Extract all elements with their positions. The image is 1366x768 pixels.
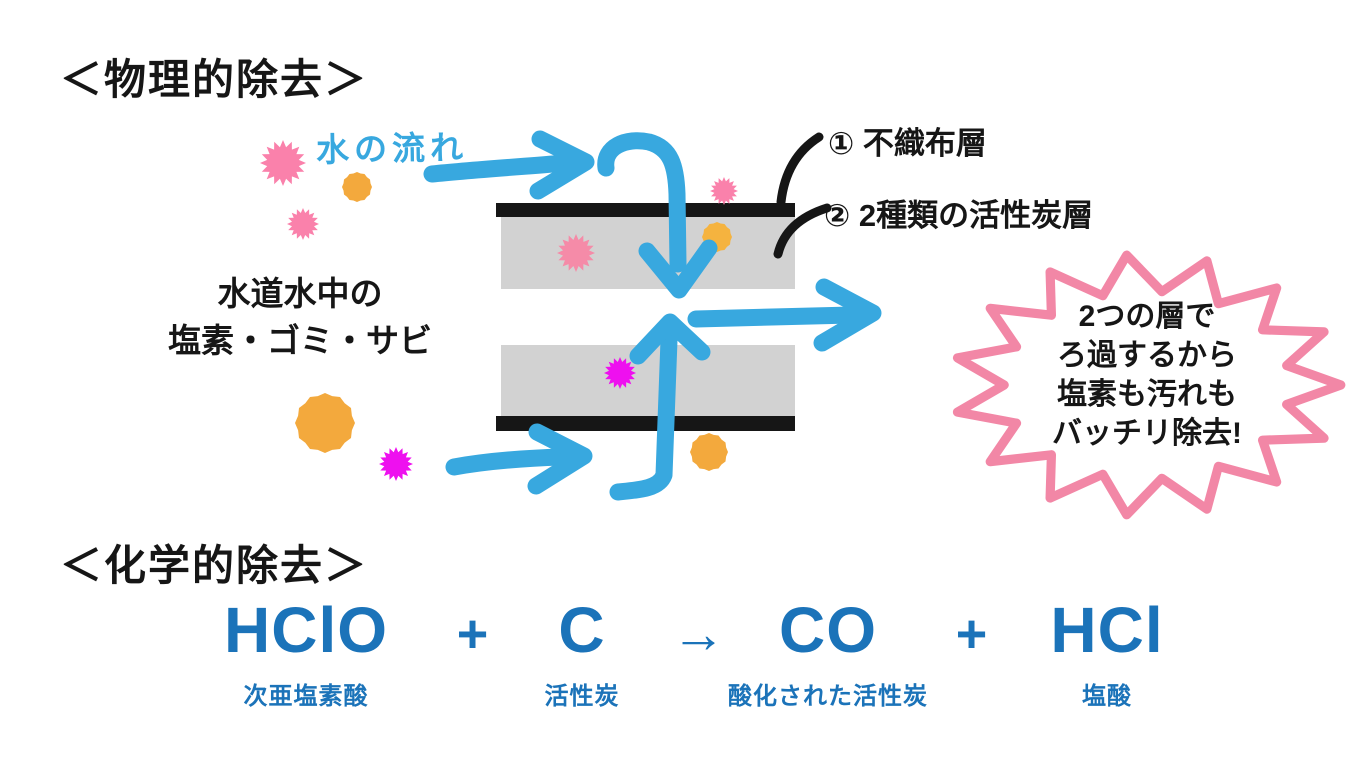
physical-removal-title: ＜物理的除去＞ (60, 56, 369, 103)
label-pointers (773, 132, 832, 259)
pointer-to-carbon-layer (773, 203, 832, 259)
pink-contaminant-4 (557, 234, 595, 272)
plus-sign: + (955, 604, 989, 664)
bubble-line-1: 2つの層で (1078, 300, 1216, 333)
tap-water-caption: 水道水中の 塩素・ゴミ・サビ (120, 270, 480, 364)
reaction-arrow-icon: → (671, 604, 727, 664)
flow-arrow-up-head (629, 313, 711, 365)
equation-term-c: C 活性炭 (545, 598, 620, 711)
flow-arrow-up-shaft (609, 331, 678, 501)
flow-arrow-out-shaft (687, 306, 861, 328)
equation-term-hcl: HCl 塩酸 (1050, 598, 1163, 711)
bubble-message: 2つの層で ろ過するから 塩素も汚れも バッチリ除去! (957, 297, 1337, 453)
tap-water-caption-line1: 水道水中の (217, 275, 383, 312)
formula-hcl: HCl (1050, 594, 1164, 666)
formula-co-label: 酸化された活性炭 (728, 683, 928, 710)
starburst-bubble (952, 250, 1346, 520)
pink-contaminant-1 (260, 140, 306, 186)
carbon-layer-label: ② 2種類の活性炭層 (824, 198, 1094, 233)
water-flow-label: 水の流れ (315, 128, 469, 169)
orange-contaminant-4 (690, 433, 728, 471)
nonwoven-fabric-layer-top (496, 203, 795, 217)
tap-water-caption-line2: 塩素・ゴミ・サビ (168, 322, 432, 359)
starburst-bubble-outline (952, 250, 1346, 520)
orange-contaminant-3 (295, 393, 355, 453)
pointer-to-nonwoven-layer (776, 132, 824, 207)
flow-arrow-curve-down-shaft (597, 132, 687, 273)
nonwoven-layer-label: ① 不織布層 (828, 126, 987, 161)
orange-contaminant-2 (702, 222, 732, 252)
orange-contaminant-1 (342, 172, 372, 202)
formula-hcl-label: 塩酸 (1082, 683, 1132, 710)
bubble-line-3: 塩素も汚れも (1057, 378, 1237, 411)
equation-term-hclo: HClO 次亜塩素酸 (224, 598, 388, 711)
magenta-contaminant-2 (379, 447, 413, 481)
formula-co: CO (779, 594, 877, 666)
nonwoven-fabric-layer-bottom (496, 416, 795, 431)
equation-reaction-arrow: → (672, 598, 727, 666)
formula-c-label: 活性炭 (544, 683, 620, 710)
flow-arrow-in-bottom-shaft (445, 448, 571, 476)
equation-term-co: CO 酸化された活性炭 (728, 598, 928, 711)
water-flow-arrows (423, 130, 882, 501)
formula-c: C (558, 594, 606, 666)
formula-hclo-label: 次亜塩素酸 (243, 683, 369, 710)
flow-arrow-in-top-head (529, 130, 595, 200)
flow-arrow-in-bottom-head (527, 423, 593, 495)
flow-arrow-out-head (813, 278, 882, 352)
bubble-line-2: ろ過するから (1057, 339, 1237, 372)
equation-plus-1: + (457, 598, 490, 666)
activated-carbon-layer-bottom (501, 345, 795, 416)
pink-contaminant-2 (287, 208, 319, 240)
pink-contaminant-3 (710, 177, 738, 205)
chemical-removal-title: ＜化学的除去＞ (60, 542, 369, 589)
flow-arrow-down-head (638, 239, 718, 299)
equation-plus-2: + (956, 598, 989, 666)
plus-sign: + (456, 604, 490, 664)
bubble-line-4: バッチリ除去! (1052, 417, 1242, 450)
activated-carbon-layer-top (501, 217, 795, 289)
formula-hclo: HClO (224, 594, 388, 666)
magenta-contaminant-1 (604, 357, 636, 389)
